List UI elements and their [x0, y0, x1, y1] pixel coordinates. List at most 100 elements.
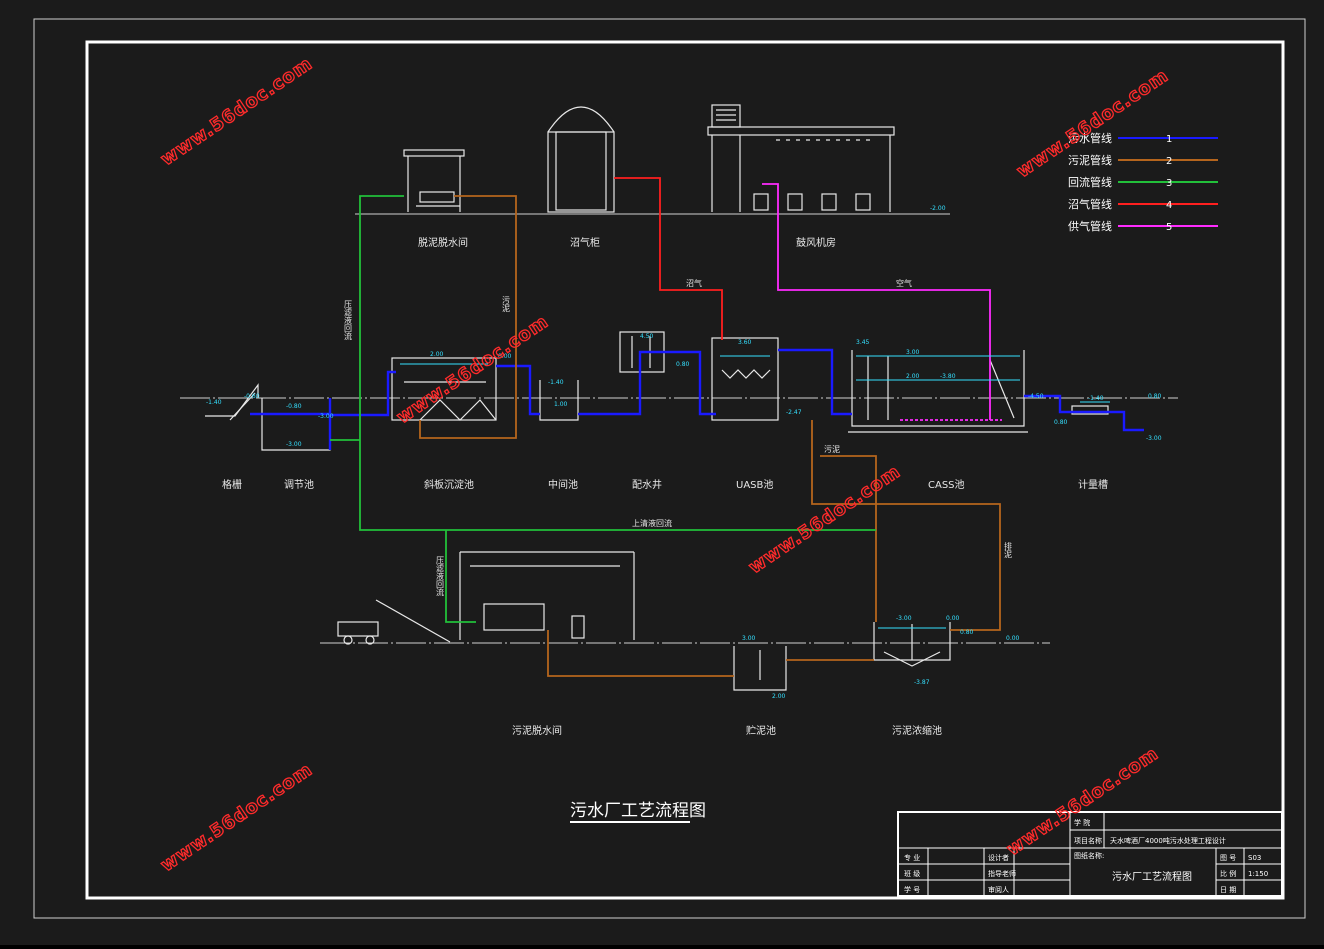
label-cass: CASS池: [928, 478, 965, 491]
title-block-grid: [897, 811, 1283, 897]
elevation-mark: -3.00: [286, 441, 302, 448]
line-label-sludge-return: 污泥: [502, 295, 511, 313]
label-inclined-settler: 斜板沉淀池: [424, 478, 474, 491]
elevation-mark: 0.80: [676, 361, 690, 368]
tb-major-label: 专 业: [904, 853, 920, 862]
reflux-pipeline: [330, 195, 876, 623]
tb-date-label: 日 期: [1220, 886, 1236, 894]
tb-supervisor-label: 指导老师: [988, 869, 1016, 878]
air-pipeline: [762, 183, 1002, 421]
drawing-title: 污水厂工艺流程图: [570, 801, 706, 821]
legend-number: 1: [1166, 134, 1172, 145]
tb-project-label: 项目名称: [1074, 836, 1102, 845]
tb-drawing-name: 污水厂工艺流程图: [1112, 870, 1192, 883]
legend: 污水管线 1 污泥管线 2 回流管线 3 沼气管线 4 供气管线 5: [1068, 131, 1218, 233]
elevation-marks: -1.40 -0.80 2.00 0.00 -3.00 4.50 -1.40 3…: [206, 205, 1162, 700]
elevation-mark: -1.40: [548, 379, 564, 386]
elevation-mark: 0.00: [498, 353, 512, 360]
process-structures: [205, 331, 1109, 691]
line-label-biogas: 沼气: [686, 278, 702, 288]
tb-student-no-label: 学 号: [904, 885, 920, 894]
elevation-mark: 2.00: [430, 351, 444, 358]
unit-labels: 脱泥脱水间 沼气柜 鼓风机房 格栅 调节池 斜板沉淀池 中间池 配水井 UASB…: [222, 236, 1108, 737]
legend-label: 沼气管线: [1068, 197, 1112, 211]
elevation-mark: 0.80: [1148, 393, 1162, 400]
gas-holder: [547, 106, 615, 213]
legend-label: 供气管线: [1068, 219, 1112, 233]
sewage-pipeline: [250, 348, 1144, 450]
elevation-mark: -4.50: [1028, 393, 1044, 400]
elevation-mark: 2.00: [772, 693, 786, 700]
elevation-mark: -3.00: [1146, 435, 1162, 442]
elevation-mark: 0.00: [1006, 635, 1020, 642]
legend-number: 4: [1166, 200, 1172, 211]
watermark-1: www.56doc.com: [157, 53, 316, 170]
tb-drawing-name-label: 图纸名称:: [1074, 851, 1104, 860]
elevation-mark: 0.80: [1054, 419, 1068, 426]
tb-scale: 1:150: [1248, 870, 1268, 878]
elevation-mark: 3.60: [738, 339, 752, 346]
elevation-mark: -3.87: [914, 679, 930, 686]
elevation-mark: 0.80: [960, 629, 974, 636]
label-metering: 计量槽: [1078, 478, 1108, 491]
elevation-mark: -1.40: [206, 399, 222, 406]
line-label-air: 空气: [896, 278, 912, 288]
watermark-3: www.56doc.com: [393, 311, 552, 428]
legend-label: 污泥管线: [1068, 153, 1112, 167]
elevation-mark: -1.40: [1088, 395, 1104, 402]
legend-number: 2: [1166, 156, 1172, 167]
tb-project-name: 天水啤酒厂4000吨污水处理工程设计: [1110, 836, 1226, 845]
tb-school-label: 学 院: [1074, 818, 1090, 827]
tb-class-label: 班 级: [904, 869, 920, 878]
elevation-mark: 3.00: [906, 349, 920, 356]
biogas-pipeline: [614, 177, 723, 340]
line-label-filtrate-return-1: 压滤液回流: [344, 300, 353, 341]
line-label-supernatant: 上清液回流: [632, 518, 672, 528]
tb-reviewer-label: 审阅人: [988, 885, 1009, 894]
label-sludge-dewatering: 污泥脱水间: [512, 724, 562, 737]
tb-scale-label: 比 例: [1220, 869, 1236, 878]
elevation-mark: -3.00: [318, 413, 334, 420]
elevation-mark: 3.45: [856, 339, 870, 346]
label-equalization: 调节池: [284, 478, 314, 491]
elevation-mark: -0.60: [244, 393, 260, 400]
label-blower-room: 鼓风机房: [796, 236, 836, 249]
elevation-mark: -3.00: [896, 615, 912, 622]
sludge-pipeline: [419, 195, 1001, 677]
line-label-sludge-excess: 污泥: [824, 444, 840, 454]
line-labels: 沼气 空气 上清液回流 污泥 压滤液回流 压滤液回流 污泥 排泥: [344, 278, 1013, 597]
label-dewatering-room: 脱泥脱水间: [418, 236, 468, 249]
blower-building: [707, 104, 895, 212]
dewatering-building: [403, 149, 465, 212]
legend-label: 污水管线: [1068, 131, 1112, 145]
title-block-text: 学 院 项目名称 天水啤酒厂4000吨污水处理工程设计 图纸名称: 污水厂工艺流…: [904, 818, 1268, 894]
legend-number: 3: [1166, 178, 1172, 189]
label-distribution-well: 配水井: [632, 478, 662, 491]
elevation-mark: 3.00: [742, 635, 756, 642]
elevation-mark: -2.00: [930, 205, 946, 212]
legend-label: 回流管线: [1068, 175, 1112, 189]
legend-number: 5: [1166, 222, 1172, 233]
label-thickener: 污泥浓缩池: [892, 724, 942, 737]
elevation-mark: 4.50: [640, 333, 654, 340]
elevation-mark: -2.47: [786, 409, 802, 416]
watermark-5: www.56doc.com: [157, 759, 316, 876]
label-gas-holder: 沼气柜: [570, 236, 600, 249]
elevation-mark: -3.80: [940, 373, 956, 380]
label-intermediate: 中间池: [548, 478, 578, 491]
label-sludge-tank: 贮泥池: [746, 724, 776, 737]
tb-sheet-no: S03: [1248, 854, 1261, 862]
watermark-4: www.56doc.com: [745, 461, 904, 578]
tb-sheet-no-label: 图 号: [1220, 854, 1236, 862]
elevation-mark: 2.00: [906, 373, 920, 380]
label-uasb: UASB池: [736, 478, 773, 491]
outer-border: [33, 18, 1306, 919]
elevation-mark: 0.00: [946, 615, 960, 622]
line-label-discharge: 排泥: [1004, 541, 1013, 559]
water-levels: [400, 355, 1110, 629]
elevation-mark: 1.00: [554, 401, 568, 408]
line-label-filtrate-return-2: 压滤液回流: [436, 556, 445, 597]
ground-line: [180, 213, 1178, 644]
